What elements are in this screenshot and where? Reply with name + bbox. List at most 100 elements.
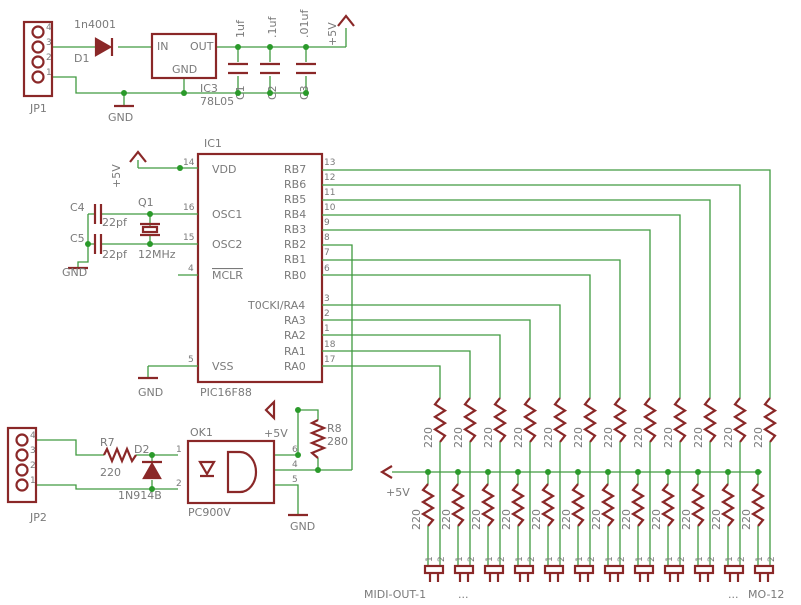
- d2-value: 1N914B: [118, 489, 162, 502]
- q1-crystal: [140, 222, 160, 237]
- c5-ref: C5: [70, 232, 85, 245]
- bus-resistor-value: 220: [440, 509, 453, 530]
- midi-out-connector: [663, 564, 685, 575]
- port-wire: [322, 319, 531, 398]
- jp2-pin-3: 3: [30, 446, 36, 456]
- connector-pin-1: 1: [575, 556, 585, 562]
- jp2-pin-4: 4: [30, 431, 36, 441]
- mcu-to-output-wires: [322, 169, 771, 398]
- ic3-pin-gnd: GND: [172, 63, 197, 76]
- bus-resistor: [510, 483, 526, 527]
- bus-resistor: [600, 483, 616, 527]
- ok1-pin-4: 4: [292, 460, 298, 470]
- pin-num-7: 7: [324, 248, 330, 258]
- pin-name-ra2: RA2: [284, 329, 306, 342]
- bus-junction: [665, 469, 671, 475]
- gnd-label-osc: GND: [62, 266, 87, 279]
- c1-capacitor: [228, 62, 248, 75]
- pin-name-ra0: RA0: [284, 360, 306, 373]
- signal-resistor-value: 220: [542, 427, 555, 448]
- ic3-pin-out: OUT: [190, 40, 214, 53]
- ok1-value: PC900V: [188, 506, 231, 519]
- bus-resistor: [690, 483, 706, 527]
- pin-num-4: 4: [188, 264, 194, 274]
- ic3-value: 78L05: [200, 95, 234, 108]
- jp2-pin-1: 1: [30, 476, 36, 486]
- mcu-section: IC1 PIC16F88 VDD OSC1 OSC2 MCLR VSS 14 1…: [110, 137, 336, 399]
- connector-pin-1: 1: [695, 556, 705, 562]
- jp2-connector: [6, 426, 38, 504]
- vcc-label-opto: +5V: [264, 427, 288, 440]
- bus-resistor: [420, 483, 436, 527]
- signal-resistor-value: 220: [602, 427, 615, 448]
- signal-resistor-value: 220: [512, 427, 525, 448]
- port-wire: [322, 169, 771, 398]
- connector-pin-1: 1: [605, 556, 615, 562]
- jp1-pin-3: 3: [46, 38, 52, 48]
- pin-num-12: 12: [324, 173, 335, 183]
- c5-capacitor: [93, 234, 103, 254]
- gnd-label-mcu: GND: [138, 386, 163, 399]
- c3-capacitor: [296, 62, 316, 75]
- connector-pin-2: 2: [527, 556, 537, 562]
- connector-pin-2: 2: [767, 556, 777, 562]
- connector-pin-1: 1: [425, 556, 435, 562]
- signal-resistor: [492, 397, 508, 443]
- pin-num-17: 17: [324, 355, 335, 365]
- connector-pin-2: 2: [677, 556, 687, 562]
- c4-value: 22pf: [102, 216, 128, 229]
- c5-value: 22pf: [102, 248, 128, 261]
- ok1-ref: OK1: [190, 426, 213, 439]
- midi-out-ellipsis-right: ...: [728, 588, 739, 601]
- ok1-pin-5: 5: [292, 475, 298, 485]
- bus-resistor: [540, 483, 556, 527]
- bus-junction: [425, 469, 431, 475]
- connector-pin-1: 1: [725, 556, 735, 562]
- vcc-label-supply: +5V: [326, 22, 339, 46]
- bus-resistor: [480, 483, 496, 527]
- ic1-ref: IC1: [204, 137, 222, 150]
- pin-name-osc1: OSC1: [212, 208, 242, 221]
- connector-pin-2: 2: [617, 556, 627, 562]
- bus-junction: [605, 469, 611, 475]
- connector-pin-2: 2: [707, 556, 717, 562]
- midi-in-wires: [36, 244, 353, 515]
- ic1-body: [196, 152, 324, 384]
- signal-resistor-value: 220: [662, 427, 675, 448]
- signal-resistor: [762, 397, 778, 443]
- bus-resistor-value: 220: [470, 509, 483, 530]
- signal-resistor: [672, 397, 688, 443]
- c1-value: 1uf: [234, 19, 247, 38]
- signal-resistor-value: 220: [452, 427, 465, 448]
- connector-pin-2: 2: [437, 556, 447, 562]
- signal-resistor: [582, 397, 598, 443]
- jp1-pin-2: 2: [46, 53, 52, 63]
- connector-pin-2: 2: [497, 556, 507, 562]
- ok1-pin-1: 1: [176, 445, 182, 455]
- signal-resistor-value: 220: [572, 427, 585, 448]
- port-wire: [322, 214, 681, 398]
- midi-out-first-label: MIDI-OUT-1: [364, 588, 426, 601]
- bus-resistor-value: 220: [530, 509, 543, 530]
- pin-name-rb6: RB6: [284, 178, 306, 191]
- port-wire: [322, 365, 441, 398]
- bus-resistor: [720, 483, 736, 527]
- bus-junction: [515, 469, 521, 475]
- pin-num-15: 15: [183, 233, 194, 243]
- jp2-pin-2: 2: [30, 461, 36, 471]
- midi-out-connector: [453, 564, 475, 575]
- pin-num-5: 5: [188, 355, 194, 365]
- d2-ref: D2: [134, 443, 149, 456]
- pin-name-rb1: RB1: [284, 253, 306, 266]
- jp1-pins: [31, 25, 45, 84]
- power-junctions: [121, 44, 309, 96]
- pin-name-ra4: T0CKI/RA4: [247, 299, 305, 312]
- bus-resistor-value: 220: [680, 509, 693, 530]
- port-wire: [322, 199, 711, 398]
- vcc-arrow-symbol: [337, 14, 355, 27]
